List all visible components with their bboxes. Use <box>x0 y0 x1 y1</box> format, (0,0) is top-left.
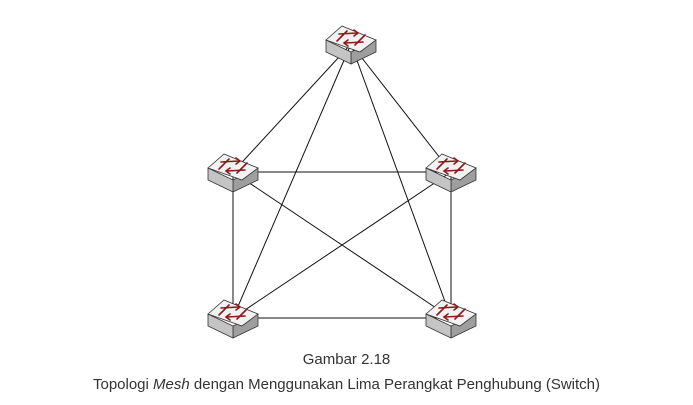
network-links <box>232 43 452 319</box>
mesh-topology-diagram <box>207 25 477 339</box>
link-switch-top-to-switch-bottom-left <box>232 43 352 319</box>
link-switch-right-to-switch-bottom-left <box>232 171 452 319</box>
caption-text-start: Topologi <box>92 376 154 393</box>
link-switch-top-to-switch-left <box>232 43 352 173</box>
switch-right-network-switch-icon <box>425 153 477 193</box>
figure-caption: Topologi Mesh dengan Menggunakan Lima Pe… <box>0 376 693 394</box>
switch-left-network-switch-icon <box>207 153 259 193</box>
switch-bottom-left-network-switch-icon <box>207 299 259 339</box>
switch-top-network-switch-icon <box>325 25 377 65</box>
link-switch-top-to-switch-bottom-right <box>350 43 452 319</box>
caption-text-italic: Mesh <box>153 376 190 393</box>
switch-bottom-right-network-switch-icon <box>425 299 477 339</box>
figure-number: Gambar 2.18 <box>302 351 391 368</box>
network-switches <box>207 25 477 339</box>
caption-text-end: dengan Menggunakan Lima Perangkat Penghu… <box>189 376 600 393</box>
link-switch-top-to-switch-right <box>350 43 452 173</box>
